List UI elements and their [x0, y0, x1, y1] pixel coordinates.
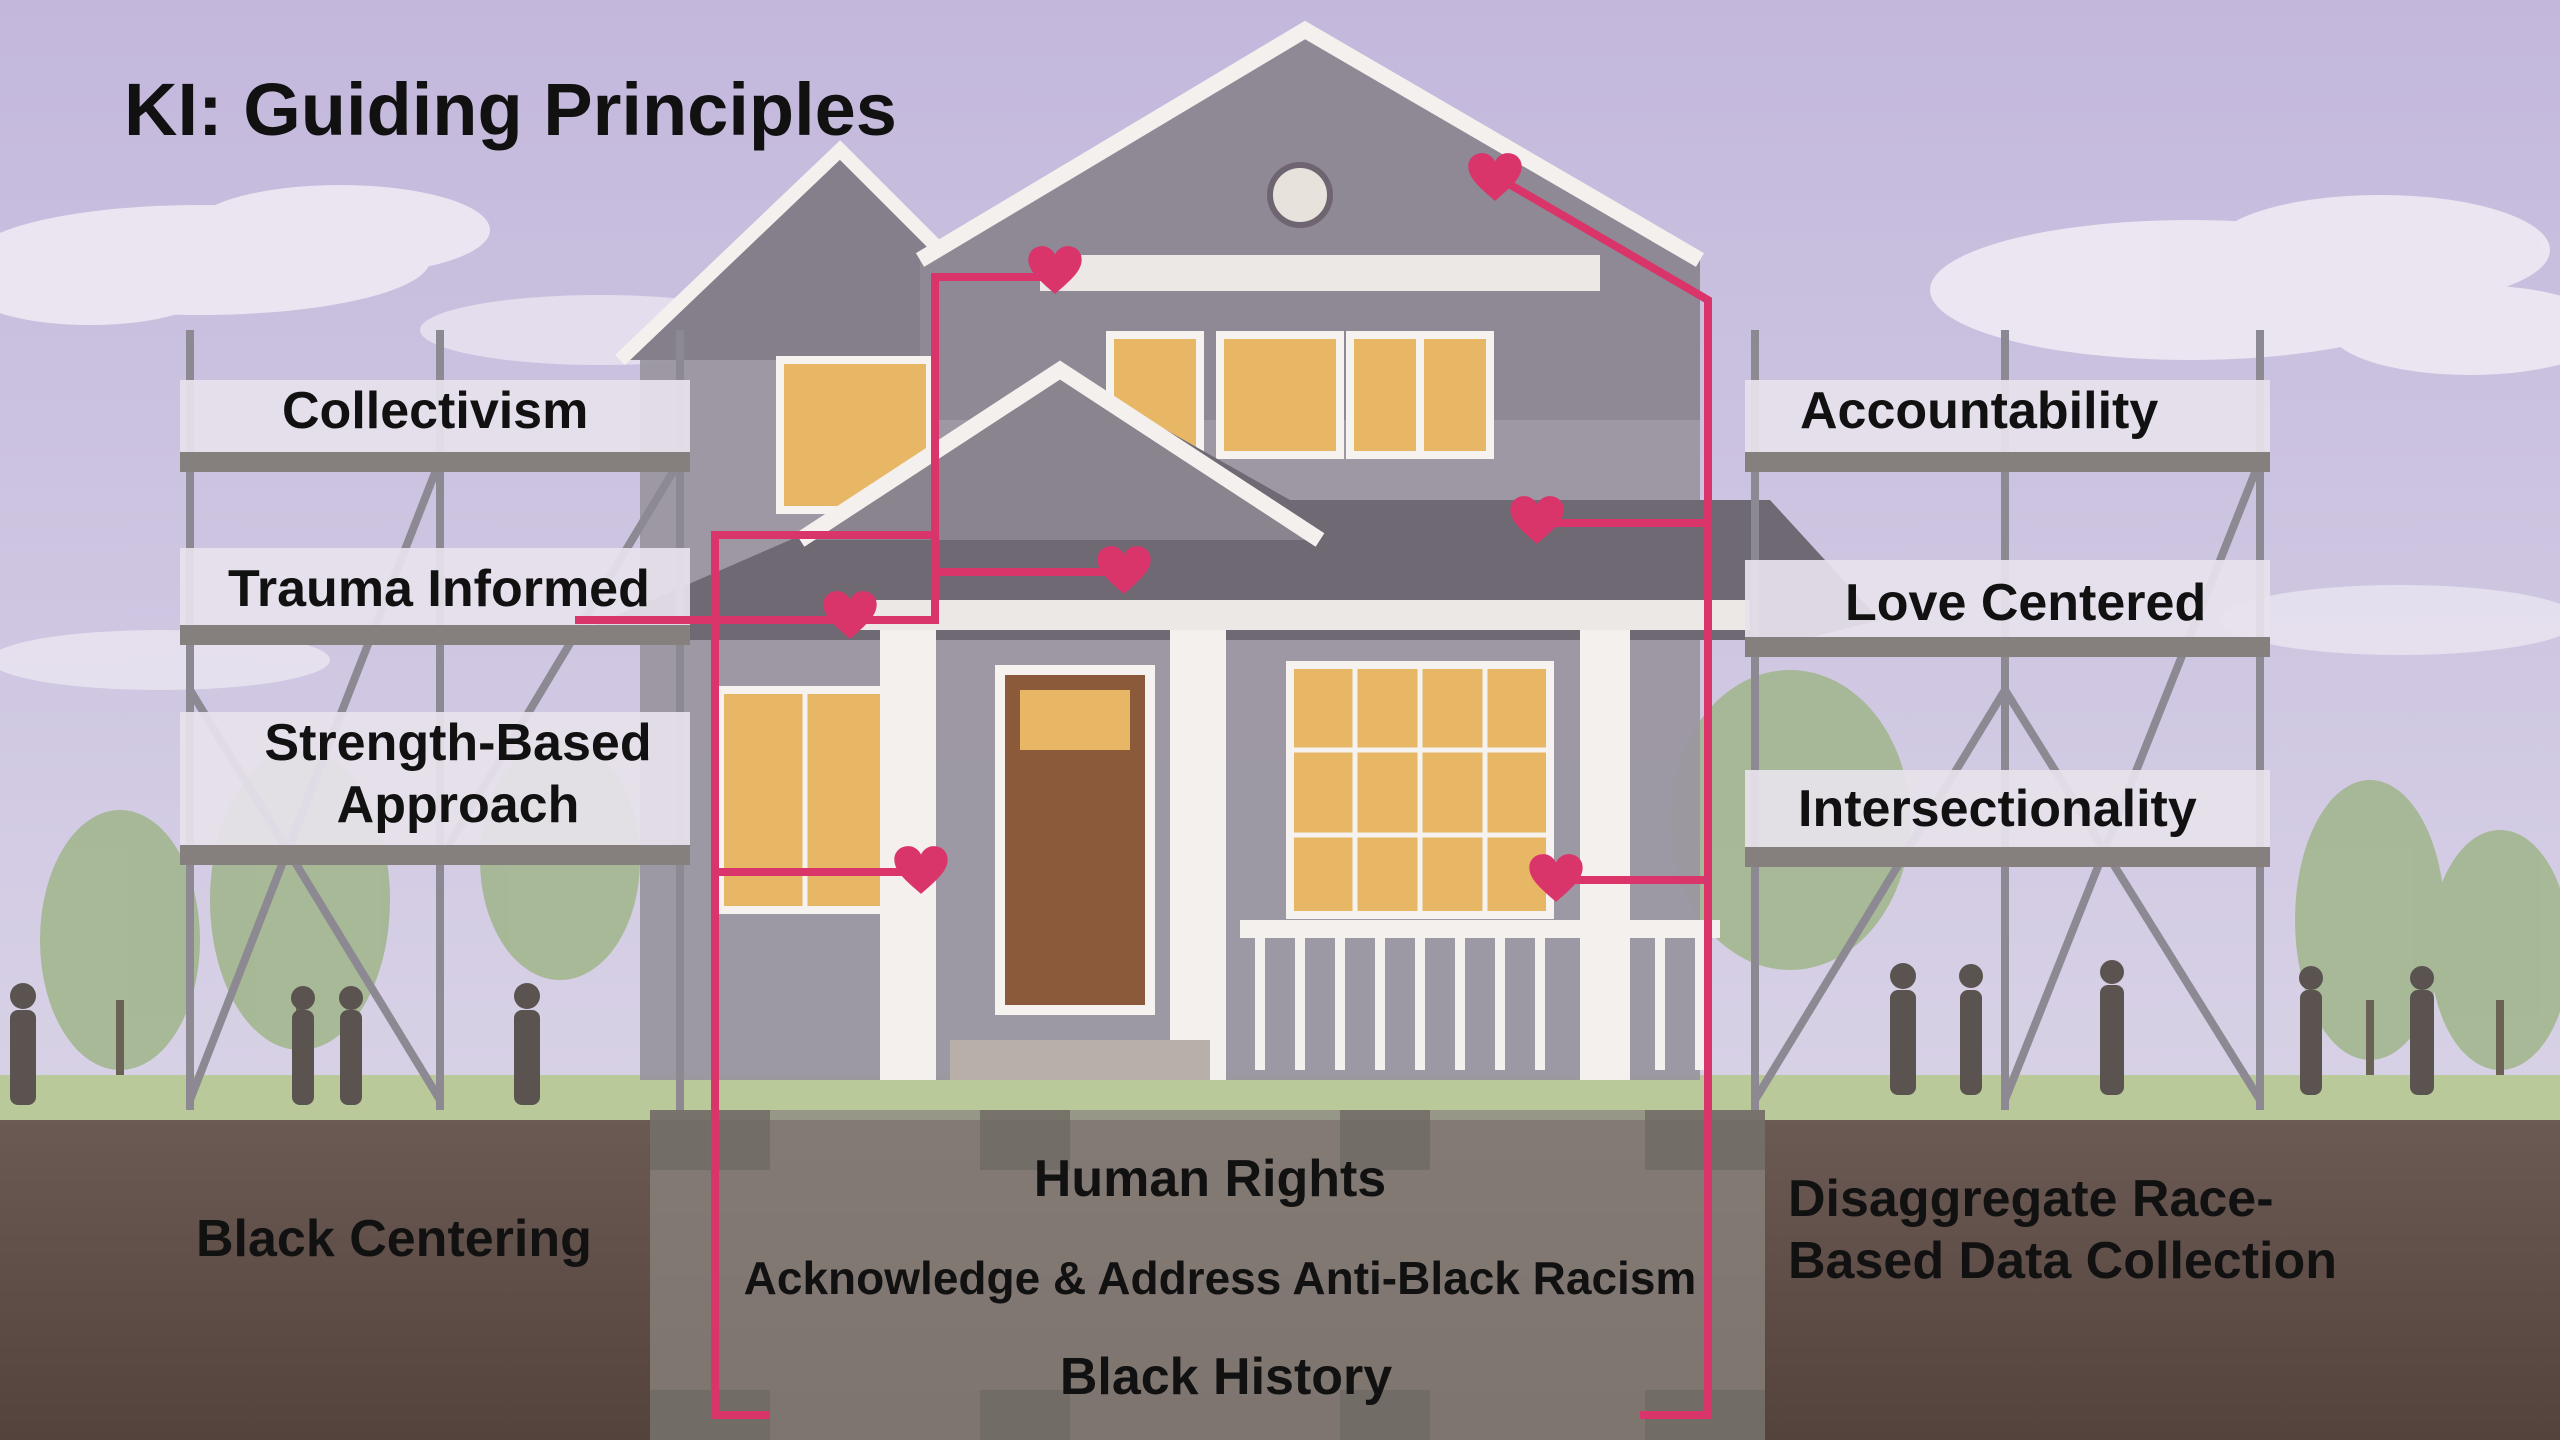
person-silhouette	[10, 960, 2434, 1105]
principle-trauma-informed: Trauma Informed	[228, 560, 650, 618]
foundation-black-centering: Black Centering	[196, 1210, 592, 1268]
scaffolding-left-planks	[180, 380, 690, 847]
principle-strength-based-line2: Approach	[336, 776, 580, 835]
foundation-human-rights: Human Rights	[1033, 1150, 1387, 1208]
page-title: KI: Guiding Principles	[124, 68, 897, 151]
principle-intersectionality: Intersectionality	[1798, 780, 2197, 838]
house-illustration	[560, 20, 1880, 1080]
principle-strength-based: Strength-Based Approach	[258, 712, 658, 837]
heart-pipe-system	[575, 173, 1712, 1419]
cloud-right	[1930, 195, 2560, 375]
scaffolding-right-planks	[1745, 380, 2270, 850]
principle-love-centered: Love Centered	[1845, 574, 2207, 632]
foundation-disaggregate-line2: Based Data Collection	[1788, 1232, 2338, 1291]
foundation-black-history: Black History	[1059, 1348, 1393, 1406]
cloud-left	[0, 185, 490, 325]
foundation-disaggregate-line1: Disaggregate Race-	[1788, 1170, 2274, 1228]
foundation-disaggregate-data: Disaggregate Race- Based Data Collection	[1788, 1168, 2337, 1293]
principle-collectivism: Collectivism	[282, 382, 589, 440]
principle-accountability: Accountability	[1800, 382, 2159, 440]
foundation-anti-black-racism: Acknowledge & Address Anti-Black Racism	[743, 1252, 1697, 1304]
principle-strength-based-line1: Strength-Based	[264, 714, 652, 772]
